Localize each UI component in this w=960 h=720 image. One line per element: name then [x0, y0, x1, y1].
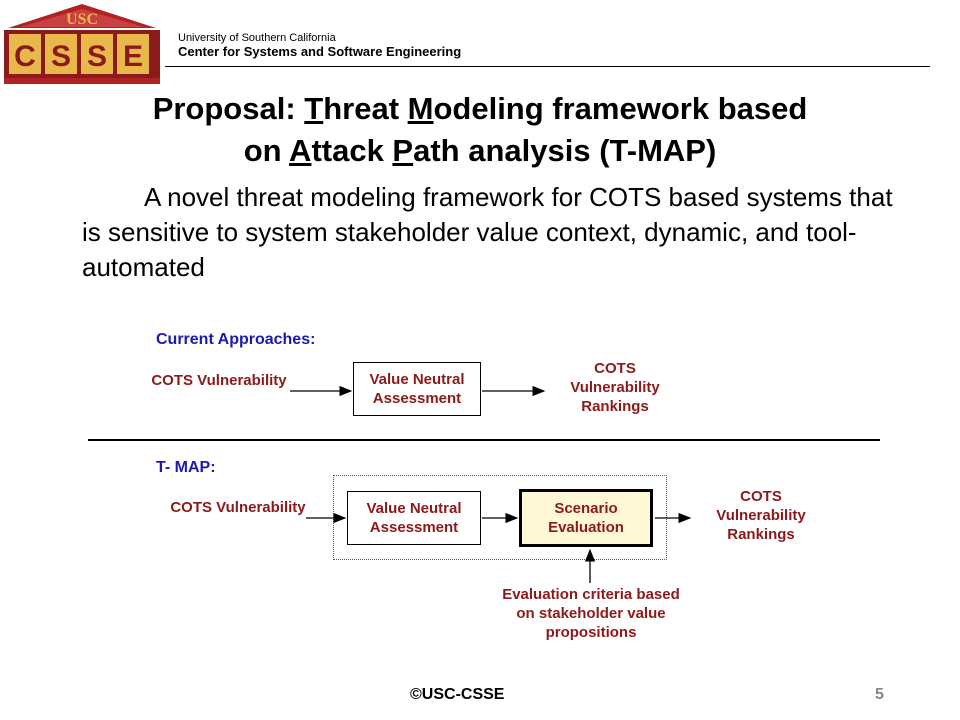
title-part: M — [407, 91, 434, 126]
svg-text:S: S — [51, 40, 71, 73]
title-part: ttack — [311, 133, 393, 168]
tmap-value-neutral-assessment-box: Value Neutral Assessment — [347, 491, 481, 545]
section-divider — [88, 439, 880, 441]
svg-text:S: S — [87, 40, 107, 73]
title-part: hreat — [323, 91, 408, 126]
header-divider — [165, 66, 930, 67]
svg-text:C: C — [14, 40, 36, 73]
tmap-input-cots-vulnerability: COTS Vulnerability — [170, 499, 306, 516]
logo-top-text: USC — [66, 11, 98, 28]
current-input-cots-vulnerability: COTS Vulnerability — [151, 372, 287, 389]
title-part: on — [243, 133, 290, 168]
intro-text: A novel threat modeling framework for CO… — [82, 182, 893, 282]
title-part: ath analysis (T-MAP) — [413, 133, 717, 168]
slide-title: Proposal: Threat Modeling framework base… — [40, 88, 920, 172]
tmap-process2-label: Scenario Evaluation — [548, 500, 624, 536]
current-process-label: Value Neutral Assessment — [369, 371, 465, 407]
tmap-output-rankings: COTS Vulnerability Rankings — [716, 488, 806, 543]
title-part: A — [289, 133, 312, 168]
current-approaches-label: Current Approaches: — [156, 331, 316, 348]
svg-text:E: E — [123, 40, 143, 73]
title-part: odeling framework based — [433, 91, 808, 126]
usc-csse-logo: USC C S S E — [4, 4, 160, 84]
footer-copyright: ©USC-CSSE — [410, 686, 505, 703]
tmap-process1-label: Value Neutral Assessment — [366, 500, 462, 536]
center-name: Center for Systems and Software Engineer… — [178, 44, 462, 59]
current-output-rankings: COTS Vulnerability Rankings — [570, 360, 660, 415]
title-part: T — [304, 91, 324, 126]
tmap-label: T- MAP: — [156, 459, 216, 476]
current-value-neutral-assessment-box: Value Neutral Assessment — [353, 362, 481, 416]
title-part: Proposal: — [152, 91, 305, 126]
university-name: University of Southern California — [178, 32, 336, 44]
page-number: 5 — [875, 686, 884, 703]
evaluation-criteria-text: Evaluation criteria based on stakeholder… — [502, 586, 680, 641]
scenario-evaluation-box: Scenario Evaluation — [519, 489, 653, 547]
title-part: P — [392, 133, 414, 168]
logo-letters: C S S E — [9, 34, 149, 74]
